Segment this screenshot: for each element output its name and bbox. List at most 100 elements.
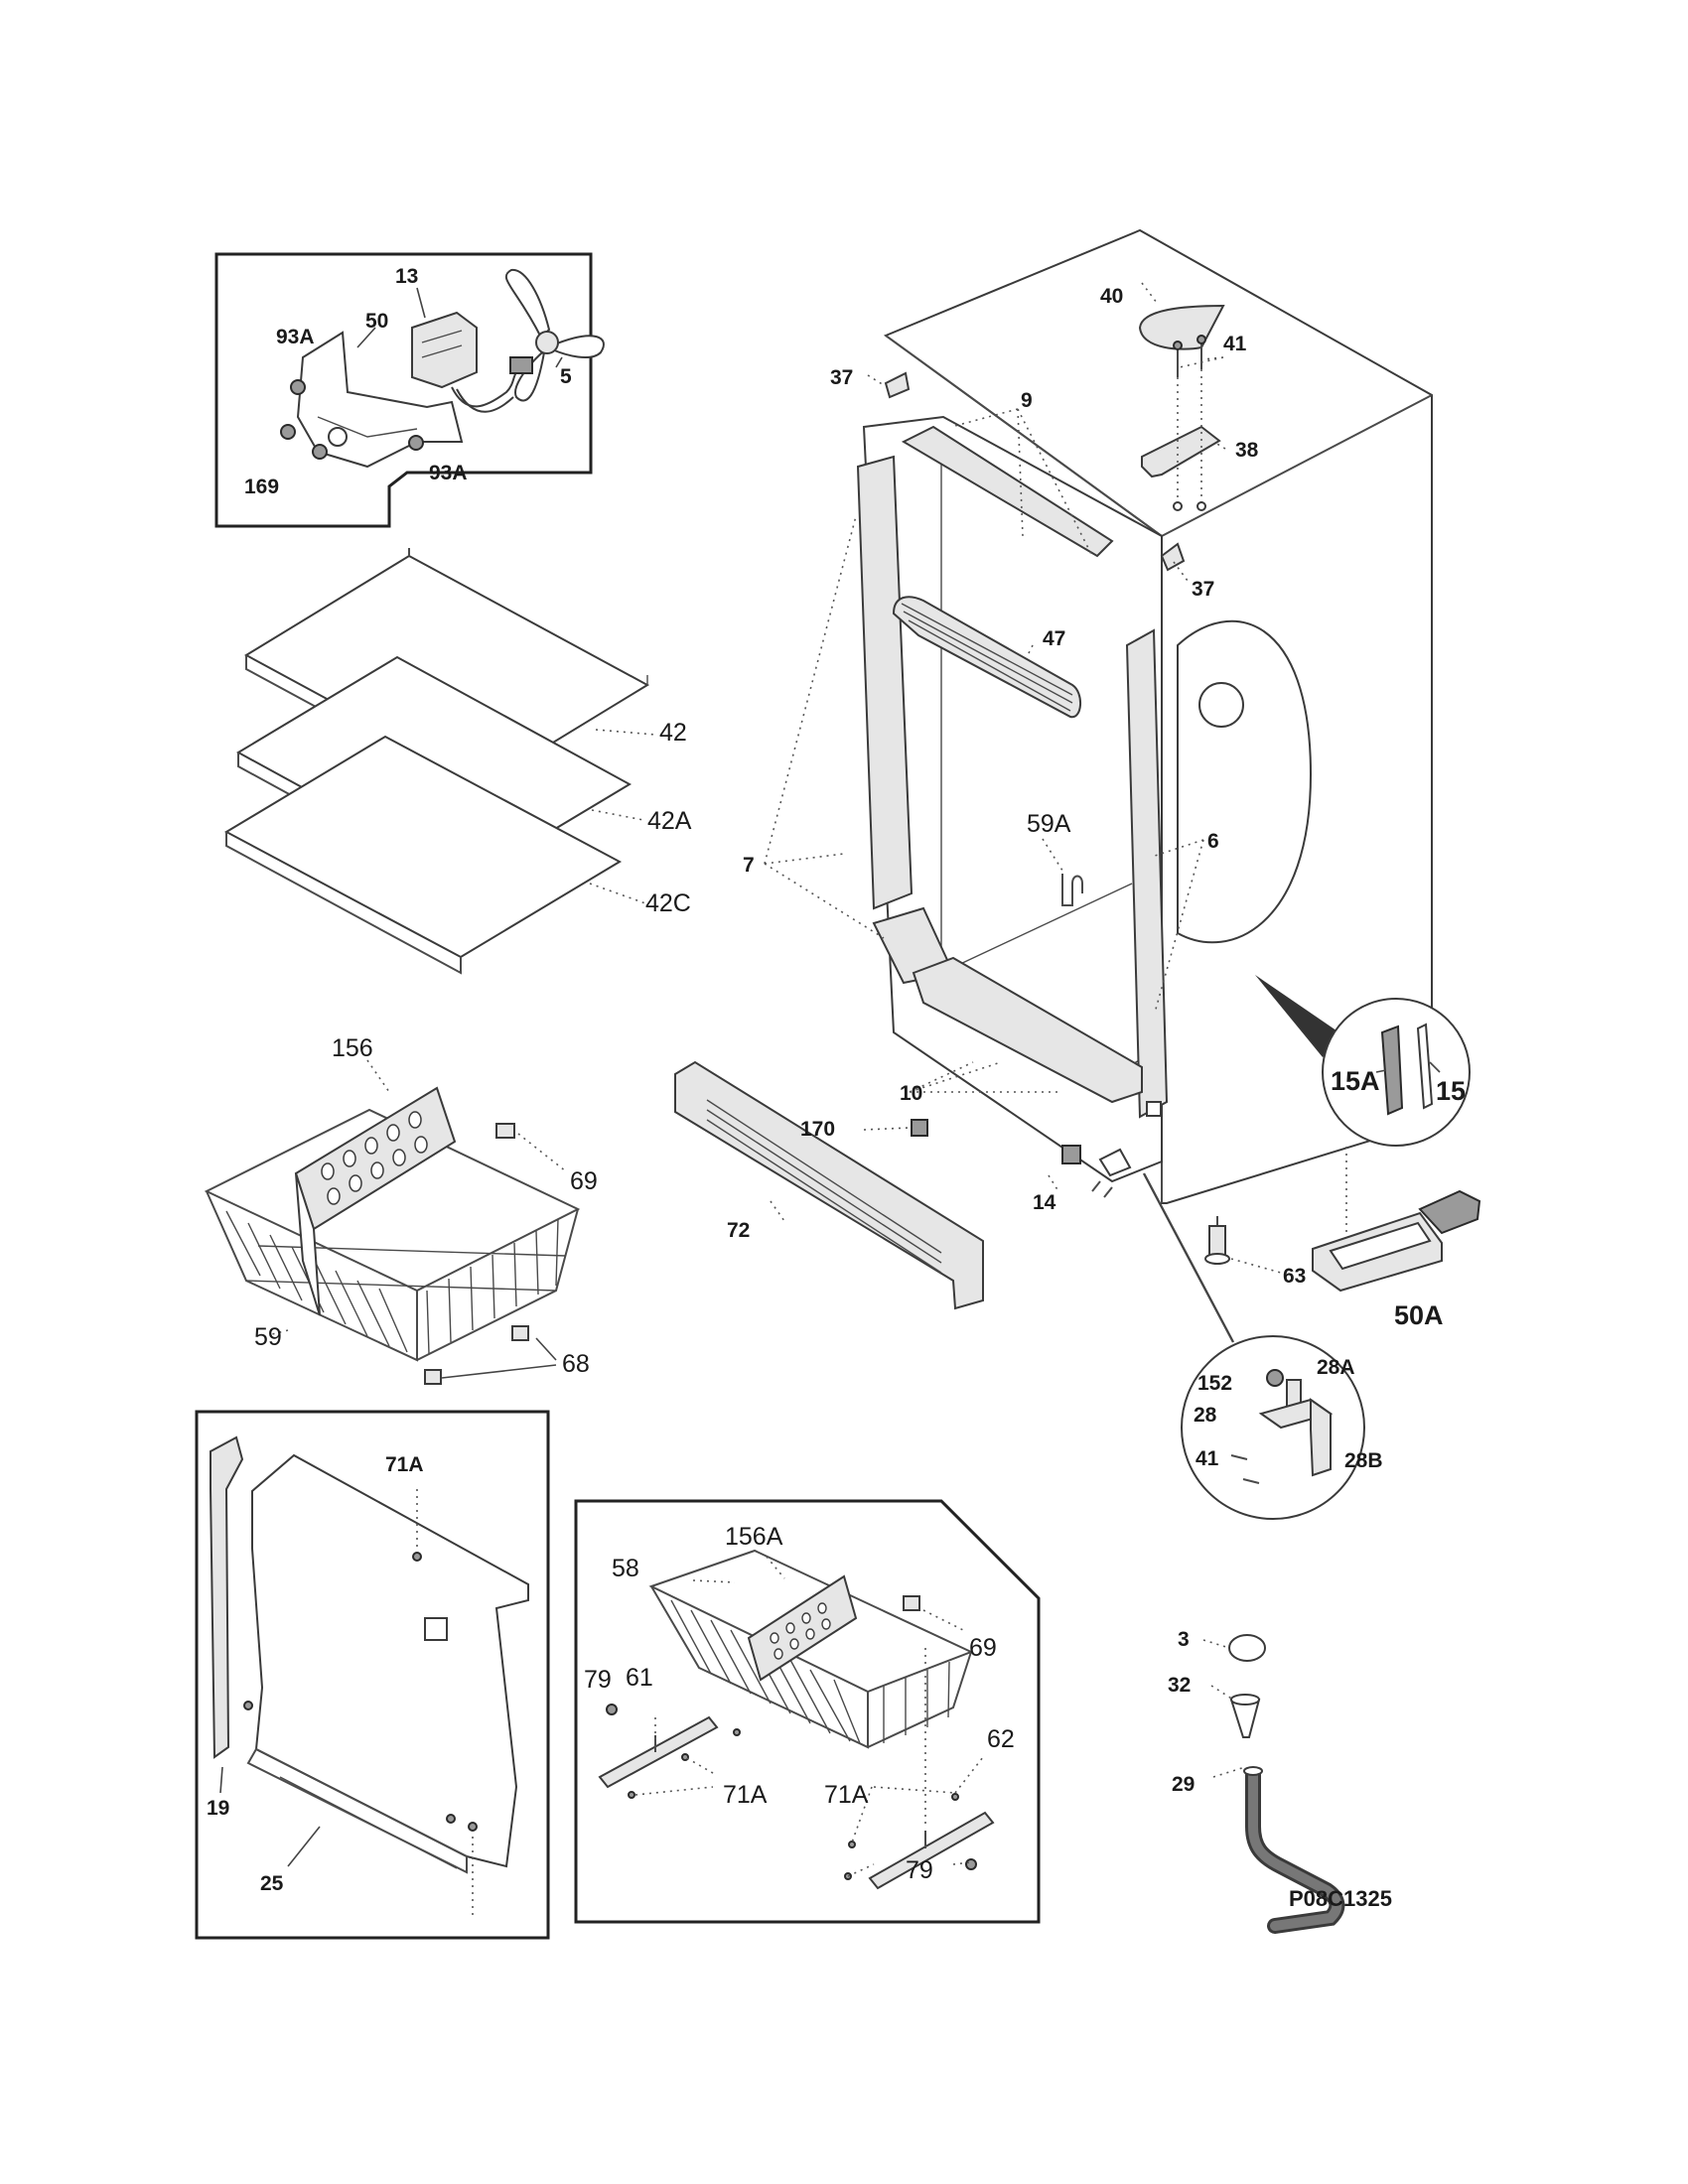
bumper-37-right: [1160, 542, 1186, 572]
leveler-group: 3 32 29: [1168, 1628, 1345, 1934]
clip-69: [495, 1123, 515, 1139]
label-15: 15: [1436, 1076, 1466, 1106]
label-69-b: 69: [969, 1634, 997, 1662]
label-47: 47: [1043, 627, 1065, 650]
label-38: 38: [1235, 439, 1259, 462]
label-152: 152: [1197, 1372, 1232, 1395]
label-71A: 71A: [385, 1453, 424, 1476]
hinge-28B: [1310, 1398, 1332, 1477]
label-59A: 59A: [1027, 810, 1071, 838]
label-28B: 28B: [1344, 1449, 1383, 1472]
liner-panel-frame: [195, 1410, 550, 1940]
cabinet-group: 37 40 41 9 38 37 47 59A 7 6 10 170 72 14…: [674, 228, 1433, 1310]
shelf-42C: [223, 735, 623, 975]
rail-62: [868, 1811, 995, 1890]
foot-68-b: [424, 1369, 442, 1385]
switch-14: [1061, 1145, 1081, 1164]
label-50: 50: [365, 310, 388, 333]
label-28A: 28A: [1317, 1356, 1355, 1379]
callout-arrow: [1255, 975, 1346, 1057]
part-15A: [1380, 1024, 1404, 1116]
fan-motor-kit-group: 13 50 93A 5 169 93A: [214, 252, 605, 528]
lower-hinge: [1098, 1148, 1132, 1177]
label-5: 5: [560, 365, 572, 388]
label-15A: 15A: [1331, 1066, 1380, 1096]
screw-71A: [412, 1552, 422, 1562]
bumper-37-top: [884, 371, 911, 399]
strip-19: [210, 1435, 244, 1759]
label-69: 69: [570, 1167, 598, 1195]
label-37: 37: [830, 366, 853, 389]
fan-motor-kit-frame: [214, 252, 593, 528]
label-10: 10: [900, 1082, 922, 1105]
label-13: 13: [395, 265, 418, 288]
label-37-2: 37: [1192, 578, 1214, 601]
rail-61: [598, 1715, 719, 1789]
label-170: 170: [800, 1118, 835, 1141]
label-93A: 93A: [276, 326, 315, 348]
label-68: 68: [562, 1350, 590, 1378]
screw-79-a: [606, 1704, 618, 1715]
label-42A: 42A: [647, 807, 692, 835]
label-63: 63: [1283, 1265, 1306, 1288]
wire-basket-58: [648, 1549, 974, 1749]
gasket-9-top: [901, 425, 1114, 558]
part-15: [1416, 1023, 1434, 1110]
item-50A-group: 50A: [1312, 1147, 1481, 1330]
gasket-6-right: [1125, 628, 1169, 1119]
fan-motor: [411, 311, 478, 389]
label-25: 25: [260, 1872, 284, 1895]
label-6: 6: [1207, 830, 1219, 853]
label-28: 28: [1194, 1404, 1217, 1427]
liner-panel-group: 71A 19 25: [195, 1410, 550, 1940]
label-50A: 50A: [1394, 1300, 1444, 1330]
screw-93A-left: [290, 379, 306, 395]
part-152: [1266, 1369, 1284, 1387]
label-71A-left: 71A: [723, 1781, 768, 1809]
label-41-hinge: 41: [1196, 1447, 1219, 1470]
label-3: 3: [1178, 1628, 1190, 1651]
label-7: 7: [743, 854, 755, 877]
hook-59A: [1061, 874, 1083, 906]
label-19: 19: [207, 1797, 229, 1820]
label-42: 42: [659, 719, 687, 747]
basket-divider-156A: [747, 1574, 858, 1682]
kickplate-72: [674, 1060, 984, 1310]
switch-10: [911, 1119, 928, 1137]
label-156: 156: [332, 1034, 373, 1062]
fan-blade: [504, 268, 605, 402]
label-41: 41: [1223, 333, 1247, 355]
slide-basket-group: 156A 58 69 79 61 71A 71A 62 79: [574, 1499, 1041, 1924]
label-32: 32: [1168, 1674, 1191, 1697]
label-156A: 156A: [725, 1523, 783, 1551]
label-58: 58: [612, 1555, 639, 1582]
basket-group: 156 69 59 68: [204, 1034, 598, 1385]
bottom-trim-10: [912, 956, 1143, 1104]
hinge-callout-group: 152 28A 28 41 28B: [1142, 1172, 1383, 1520]
panel-25: [251, 1453, 529, 1868]
label-62: 62: [987, 1725, 1015, 1753]
label-9: 9: [1021, 389, 1033, 412]
screw-169-a: [280, 424, 296, 440]
label-40: 40: [1100, 285, 1123, 308]
label-59: 59: [254, 1323, 282, 1351]
screw-93A-right: [408, 435, 424, 451]
screw-79-b: [965, 1858, 977, 1870]
label-72: 72: [727, 1219, 750, 1242]
label-71A-right: 71A: [824, 1781, 869, 1809]
wire-basket: [204, 1108, 581, 1362]
label-79-b: 79: [906, 1856, 933, 1884]
label-29: 29: [1172, 1773, 1195, 1796]
callout-15-group: 15A 15: [1255, 975, 1471, 1147]
label-79: 79: [584, 1666, 612, 1694]
wire-connector: [509, 356, 533, 374]
part-3-cap: [1228, 1634, 1266, 1662]
shelves-group: 42 42A 42C: [223, 548, 692, 975]
label-42C: 42C: [645, 889, 691, 917]
basket-divider-156: [294, 1086, 457, 1316]
label-61: 61: [626, 1664, 653, 1692]
label-14: 14: [1033, 1191, 1056, 1214]
bracket-hole: [328, 427, 348, 447]
label-93A-2: 93A: [429, 462, 468, 484]
leveler-63: [1204, 1225, 1230, 1265]
